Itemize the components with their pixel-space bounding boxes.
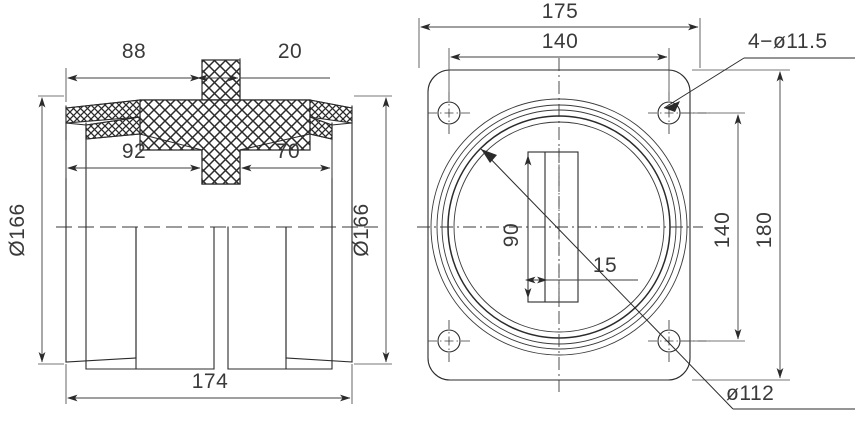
dim-dia166-right: Ø166 [350, 95, 392, 365]
dim-174: 174 [65, 364, 353, 404]
dim-88-text: 88 [122, 40, 146, 63]
dim-180: 180 [692, 69, 790, 381]
dim-20-text: 20 [278, 40, 302, 63]
dim-140-vertical-text: 140 [711, 212, 734, 249]
dim-140-vertical: 140 [680, 112, 745, 342]
dim-180-text: 180 [753, 212, 776, 249]
dim-15: 15 [525, 254, 638, 284]
bolt-hole-top-left [428, 92, 470, 134]
dim-174-text: 174 [192, 370, 229, 393]
dim-dia166-left-text: Ø166 [6, 203, 29, 256]
dim-140-horizontal: 140 [448, 30, 670, 92]
dim-20: 20 [197, 40, 330, 82]
dim-140-horizontal-text: 140 [542, 30, 579, 53]
dim-90: 90 [500, 155, 532, 299]
dim-92: 92 [65, 140, 203, 178]
bolt-hole-bottom-left [428, 320, 470, 362]
dim-70: 70 [239, 140, 333, 178]
dim-92-text: 92 [122, 140, 146, 163]
callout-4-dia11-5: 4−ø11.5 [663, 30, 855, 112]
dim-15-text: 15 [593, 254, 617, 277]
dim-70-text: 70 [276, 140, 300, 163]
callout-dia112-text: ø112 [726, 382, 774, 405]
right-front-view: 90 15 175 140 140 [417, 0, 855, 410]
callout-4-dia11-5-text: 4−ø11.5 [748, 30, 828, 53]
left-section-hatch-region [65, 59, 353, 185]
dim-175-text: 175 [542, 0, 579, 23]
callout-dia112: ø112 [480, 148, 855, 410]
dim-175: 175 [418, 0, 701, 68]
dim-dia166-left: Ø166 [6, 95, 64, 365]
dim-88: 88 [65, 40, 203, 102]
dim-90-text: 90 [500, 223, 523, 247]
dim-dia166-right-text: Ø166 [350, 203, 373, 256]
left-section-view: 88 20 92 70 Ø166 [6, 40, 392, 404]
